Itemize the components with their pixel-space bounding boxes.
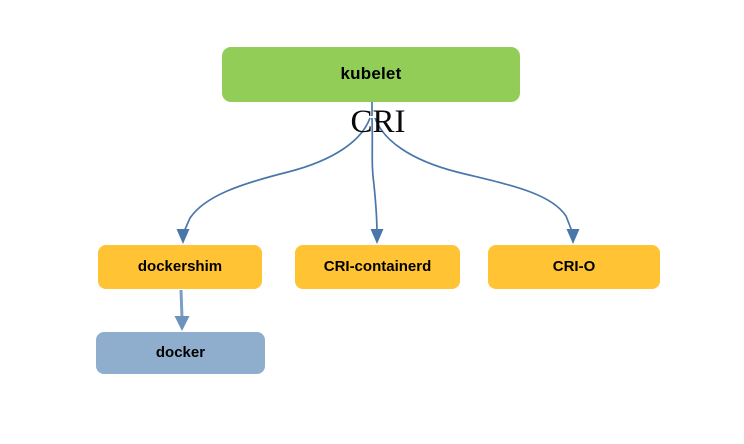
node-kubelet[interactable]: kubelet (222, 47, 520, 102)
edge-kubelet-to-dockershim (182, 117, 371, 235)
edge-label-cri: CRI (350, 104, 406, 140)
arrowhead-docker (174, 316, 190, 331)
node-docker[interactable]: docker (96, 332, 265, 374)
edge-kubelet-to-cri-containerd (371, 117, 378, 235)
edge-dockershim-to-docker (179, 289, 184, 319)
arrowhead-dockershim (176, 229, 190, 244)
edge-kubelet-to-cri-o (374, 117, 574, 235)
node-cri-o[interactable]: CRI-O (488, 245, 660, 289)
node-cri-containerd[interactable]: CRI-containerd (295, 245, 460, 289)
arrowhead-cri-o (566, 229, 580, 244)
node-dockershim[interactable]: dockershim (98, 245, 262, 289)
arrowhead-cri-containerd (370, 229, 384, 244)
